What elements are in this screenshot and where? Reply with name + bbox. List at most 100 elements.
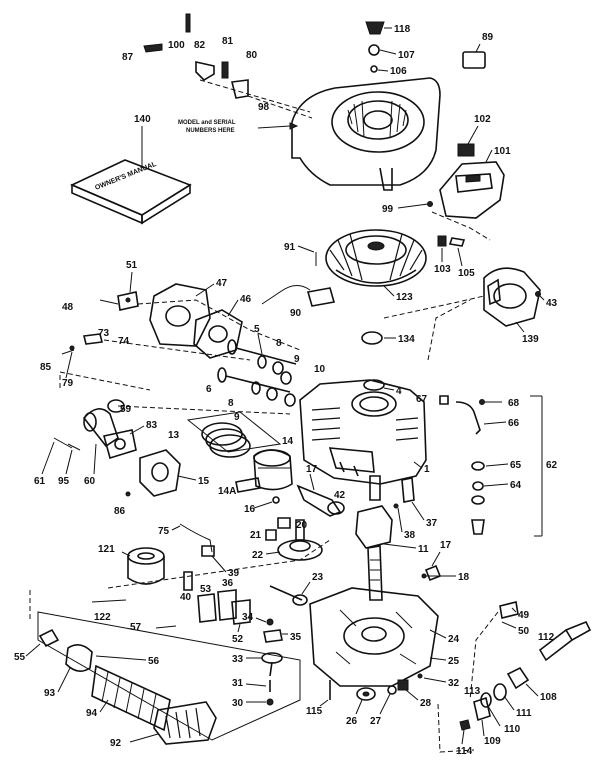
callout-46: 46: [240, 294, 252, 305]
callout-100: 100: [168, 40, 185, 51]
callout-53: 53: [200, 584, 212, 595]
callout-79: 79: [62, 378, 74, 389]
engine-base-24: [309, 587, 439, 687]
plate-53: [197, 593, 217, 623]
nut-114: [459, 719, 471, 731]
model-note-line2: NUMBERS HERE: [186, 128, 235, 134]
callout-80: 80: [246, 50, 258, 61]
callout-114: 114: [456, 746, 473, 757]
air-cleaner-cover-92: [153, 701, 217, 745]
callout-9b: 9: [234, 412, 240, 423]
callout-59: 59: [120, 404, 132, 415]
shaft-112: [538, 620, 592, 662]
callout-13: 13: [168, 430, 180, 441]
callout-22: 22: [252, 550, 264, 561]
callout-9a: 9: [294, 354, 300, 365]
seal-26: [356, 687, 376, 701]
ignition-coil-90: [261, 285, 336, 307]
callout-60: 60: [84, 476, 96, 487]
callout-33: 33: [232, 654, 244, 665]
callout-99: 99: [382, 204, 394, 215]
model-note-line1: MODEL and SERIAL: [178, 120, 236, 126]
pulley-108: [506, 666, 530, 690]
breather-group: [61, 333, 103, 355]
callout-94: 94: [86, 708, 98, 719]
screen-retainer-118: [365, 21, 385, 35]
blower-housing: [291, 77, 441, 191]
callout-14a: 14A: [218, 486, 236, 497]
screw-95: [67, 443, 81, 451]
callout-10: 10: [314, 364, 326, 375]
callout-51: 51: [126, 260, 138, 271]
washer-27: [387, 685, 397, 695]
callout-121: 121: [98, 544, 115, 555]
callout-42: 42: [334, 490, 346, 501]
callout-103: 103: [434, 264, 451, 275]
air-baffle-47: [149, 283, 211, 347]
screw-48: [99, 299, 119, 305]
callout-90: 90: [290, 308, 302, 319]
callout-87: 87: [122, 52, 134, 63]
cover-52: [231, 599, 251, 625]
callout-17b: 17: [440, 540, 452, 551]
model-note-arrowhead: [289, 122, 299, 130]
callout-92: 92: [110, 738, 122, 749]
bracket-49: [499, 601, 519, 619]
callout-labels: 118 107 106 89 100 82 81 80 87 98 MODEL …: [14, 24, 558, 757]
screw-28: [397, 679, 409, 691]
choke-body-15: [139, 449, 181, 497]
callout-89: 89: [482, 32, 494, 43]
link-75: [179, 523, 213, 553]
callout-93: 93: [44, 688, 56, 699]
owners-manual-label: OWNER'S MANUAL: [94, 161, 158, 192]
callout-49: 49: [518, 610, 530, 621]
callout-66: 66: [508, 418, 520, 429]
rod-bolts-42: [339, 461, 359, 477]
valve-6: [217, 367, 291, 393]
pin-38: [393, 503, 399, 509]
fuel-line-105: [448, 237, 466, 247]
screw-40: [183, 571, 193, 591]
washer-106: [370, 65, 378, 73]
bracket-51: [117, 291, 139, 311]
governor-parts-column: [471, 461, 485, 535]
callout-85: 85: [40, 362, 52, 373]
retainer-16: [272, 496, 280, 504]
callout-47: 47: [216, 278, 228, 289]
washer-111: [493, 683, 507, 701]
callout-5: 5: [254, 324, 260, 335]
model-note-arrow: [257, 125, 291, 129]
callout-31: 31: [232, 678, 244, 689]
callout-112: 112: [538, 632, 555, 643]
intake-elbow-60: [82, 408, 119, 448]
callout-64: 64: [510, 480, 522, 491]
callout-98: 98: [258, 102, 270, 113]
recoil-starter-139: [483, 267, 541, 327]
callout-123: 123: [396, 292, 413, 303]
callout-62: 62: [546, 460, 558, 471]
muffler-121: [127, 547, 165, 585]
screw-21: [265, 529, 277, 541]
callout-81: 81: [222, 36, 234, 47]
callout-86: 86: [114, 506, 126, 517]
callout-37: 37: [426, 518, 438, 529]
seal-134: [361, 331, 383, 345]
callout-40: 40: [180, 592, 192, 603]
callout-61: 61: [34, 476, 46, 487]
callout-122: 122: [94, 612, 111, 623]
carburetor-83: [103, 429, 137, 460]
callout-74: 74: [118, 336, 130, 347]
callout-11: 11: [418, 544, 429, 555]
callout-110: 110: [504, 724, 521, 735]
callout-91: 91: [284, 242, 296, 253]
tappet-23: [269, 585, 308, 606]
callout-16: 16: [244, 504, 256, 515]
callout-39: 39: [228, 568, 240, 579]
cylinder-block-1: [299, 379, 427, 485]
cam-follower-37: [401, 477, 415, 503]
governor-39: [201, 545, 215, 557]
callout-50: 50: [518, 626, 530, 637]
connecting-rod-17: [296, 484, 345, 517]
callout-34: 34: [242, 612, 254, 623]
